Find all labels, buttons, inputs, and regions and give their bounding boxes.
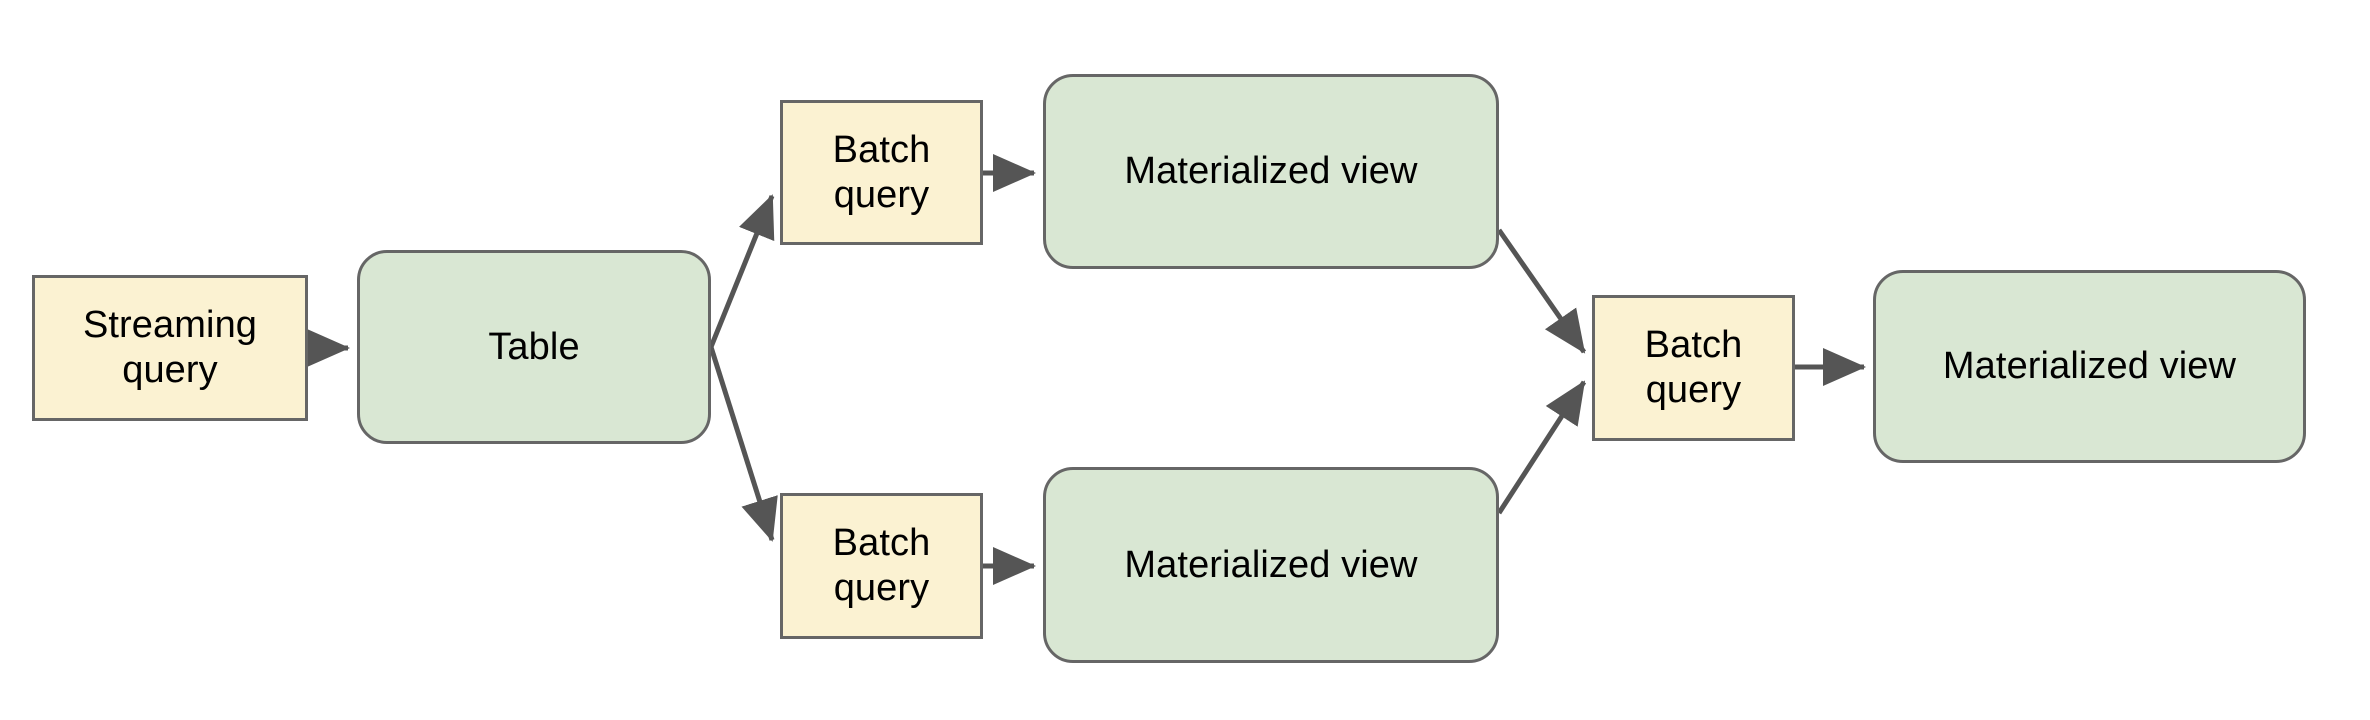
node-materialized-view-bottom[interactable]: Materialized view — [1043, 467, 1499, 663]
edge-table-to-batch-query-top — [708, 194, 775, 348]
node-batch-query-right[interactable]: Batch query — [1592, 295, 1795, 441]
edge-materialized-view-top-to-batch-query-right — [1496, 228, 1587, 354]
node-batch-query-right-label: Batch query — [1644, 324, 1743, 411]
node-materialized-view-bottom-label: Materialized view — [1124, 543, 1418, 586]
node-batch-query-bottom-label: Batch query — [832, 522, 931, 609]
node-batch-query-top[interactable]: Batch query — [780, 100, 983, 245]
node-table-label: Table — [488, 325, 580, 368]
node-batch-query-bottom[interactable]: Batch query — [780, 493, 983, 639]
edge-materialized-view-bottom-to-batch-query-right — [1496, 380, 1587, 515]
node-materialized-view-right-label: Materialized view — [1942, 345, 2237, 388]
node-materialized-view-right[interactable]: Materialized view — [1873, 270, 2306, 463]
node-materialized-view-top-label: Materialized view — [1124, 150, 1418, 193]
node-streaming-query[interactable]: Streaming query — [32, 275, 308, 421]
node-streaming-query-label: Streaming query — [82, 304, 258, 391]
node-table[interactable]: Table — [357, 250, 711, 444]
node-batch-query-top-label: Batch query — [832, 128, 931, 216]
node-materialized-view-top[interactable]: Materialized view — [1043, 74, 1499, 269]
edge-table-to-batch-query-bottom — [708, 346, 778, 542]
